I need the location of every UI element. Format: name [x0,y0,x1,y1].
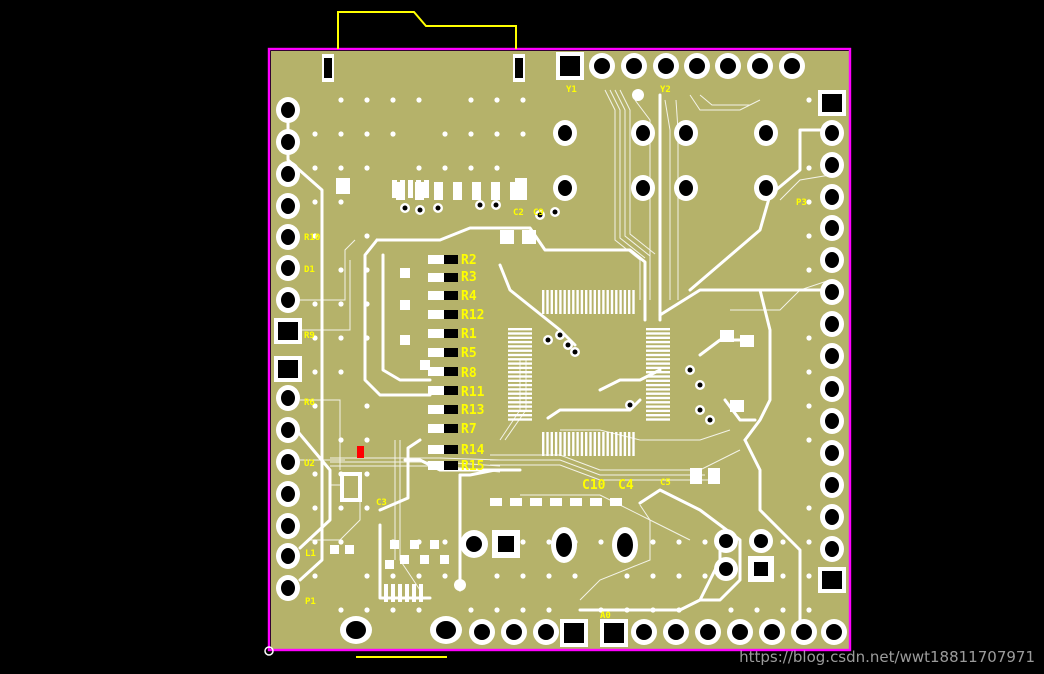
buttons-and-crystal [553,89,778,201]
label-r7: R7 [461,422,477,437]
label-c5: C5 [660,478,671,488]
label-c2: C2 [513,208,524,218]
label-r10: R10 [304,233,320,243]
stitching-vias [312,97,812,613]
label-a0: A0 [600,611,611,621]
label-r3: R3 [461,270,477,285]
resistor-array-pads [400,255,458,470]
label-r8: R8 [461,366,477,381]
label-r15: R15 [461,459,484,474]
label-r14: R14 [461,443,485,458]
board-outline [267,47,852,652]
label-p3: P3 [796,198,807,208]
label-r1: R1 [461,327,477,342]
watermark: https://blog.csdn.net/wwt18811707971 [739,648,1035,666]
label-l1: L1 [305,549,316,559]
label-y2: Y2 [660,85,671,95]
silkscreen-labels: R2 R3 R4 R12 R1 R5 R8 R11 R13 R7 R14 R15… [304,85,807,621]
label-c10: C10 [582,478,606,493]
header-top [556,52,805,80]
smd-row-bottom [330,330,754,602]
label-r4: R4 [461,289,477,304]
header-left-lower [274,356,302,601]
label-y1: Y1 [566,85,577,95]
header-left-upper [274,97,302,344]
label-r2: R2 [461,253,477,268]
label-p1: P1 [305,597,316,607]
marker-flag [357,446,364,458]
label-r6: R6 [304,398,315,408]
header-right [818,90,846,593]
usb-outline [337,11,517,49]
label-r9: R9 [304,331,315,341]
label-r12: R12 [461,308,484,323]
label-u2: U2 [304,459,315,469]
label-r5: R5 [461,346,477,361]
label-r11: R11 [461,385,485,400]
label-c4: C4 [618,478,634,493]
label-c3: C3 [376,498,387,508]
label-r13: R13 [461,403,484,418]
label-c9: C9 [533,208,544,218]
mcu-qfp [508,290,715,456]
header-bottom [469,619,847,647]
smd-row-top [336,178,560,244]
misc-through-holes [340,527,774,644]
label-d1: D1 [304,265,315,275]
